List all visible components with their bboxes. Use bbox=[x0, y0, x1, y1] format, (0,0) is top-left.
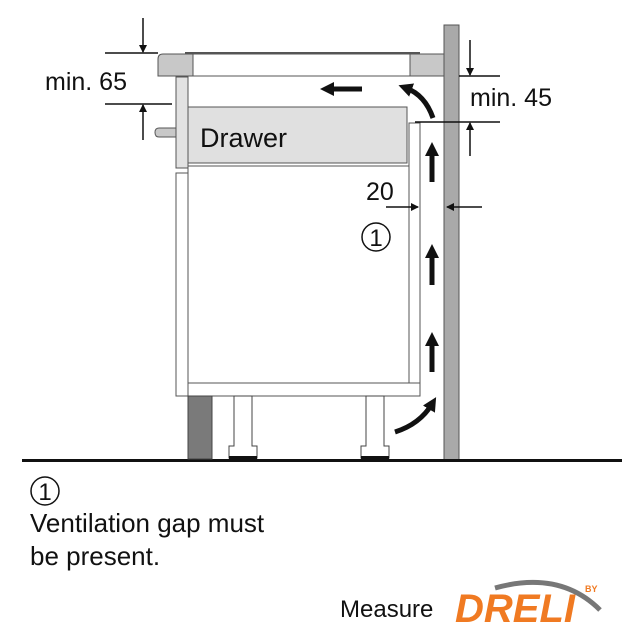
dimension-min-45 bbox=[415, 40, 500, 156]
wall bbox=[443, 24, 460, 462]
dimension-min-45-label: min. 45 bbox=[470, 84, 552, 112]
legend-marker-number: 1 bbox=[38, 479, 51, 506]
footer-caption: Measure bbox=[340, 596, 433, 623]
drawer-label: Drawer bbox=[200, 123, 287, 153]
airflow-arrow-curved-top bbox=[398, 83, 436, 119]
dimension-min-65 bbox=[105, 18, 172, 140]
cabinet-bottom bbox=[187, 382, 421, 397]
legend-line-2: be present. bbox=[30, 541, 160, 571]
cabinet-body bbox=[187, 165, 410, 384]
dimension-20-label: 20 bbox=[366, 178, 394, 206]
knob bbox=[154, 127, 177, 138]
legend-line-1: Ventilation gap must bbox=[30, 508, 265, 538]
dreli-logo: DRELI BY bbox=[448, 579, 608, 631]
cabinet-back-panel bbox=[408, 122, 421, 384]
svg-text:DRELI: DRELI bbox=[455, 587, 576, 631]
cabinet-leg bbox=[360, 395, 390, 459]
countertop bbox=[157, 52, 445, 77]
plinth bbox=[187, 395, 213, 460]
marker-circle bbox=[361, 222, 391, 252]
cabinet-door bbox=[175, 172, 189, 397]
airflow-arrow-curved-bottom bbox=[394, 397, 437, 435]
front-panel bbox=[175, 76, 189, 169]
marker-number: 1 bbox=[369, 225, 382, 252]
drawer bbox=[187, 106, 408, 164]
legend-marker-circle bbox=[30, 476, 60, 506]
dimension-min-65-label: min. 65 bbox=[45, 68, 127, 96]
floor-line bbox=[22, 459, 622, 462]
cabinet-leg bbox=[228, 395, 258, 459]
svg-text:BY: BY bbox=[585, 584, 598, 594]
airflow-arrows bbox=[320, 82, 439, 435]
